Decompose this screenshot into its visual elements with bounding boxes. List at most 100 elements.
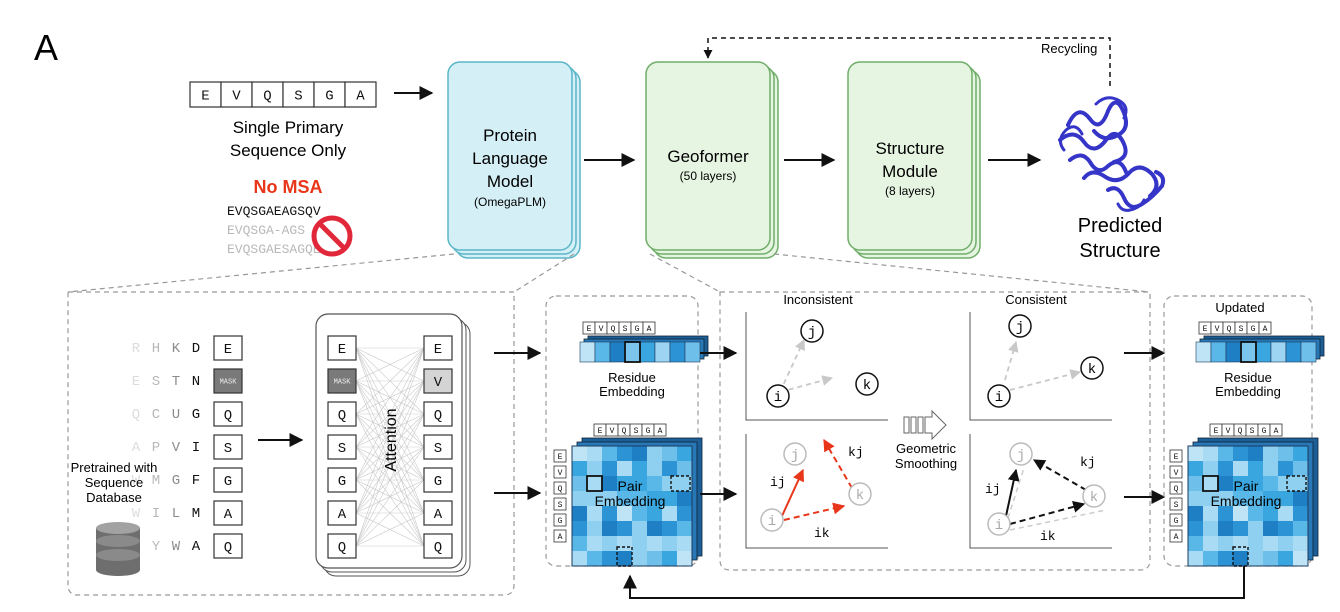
pair-embedding-cell <box>1293 476 1308 491</box>
pair-embedding-cell <box>572 551 587 566</box>
updated-residue-label-1: Residue <box>1224 370 1272 385</box>
pretrain-label-3: Database <box>86 490 142 505</box>
pair-grid-border <box>571 445 693 567</box>
pair-embedding-cell <box>1293 446 1308 461</box>
grid-letter: F <box>192 473 200 489</box>
column-letter: MASK <box>220 379 238 387</box>
pair-embedding-cell <box>1203 551 1218 566</box>
embedding-header-box <box>1258 321 1272 335</box>
smoothing-arrow-icon <box>903 409 947 441</box>
grid-letter: W <box>132 506 141 522</box>
pair-embedding-cell <box>1233 536 1248 551</box>
pair-embedding-cell <box>1278 536 1293 551</box>
column-box <box>213 533 243 559</box>
pair-header-letter: V <box>610 427 615 436</box>
pair-embedding-cell <box>1188 476 1203 491</box>
pair-embedding-cell <box>587 506 602 521</box>
pair-embedding-cell <box>662 461 677 476</box>
highlight-cell-dashed <box>670 475 691 492</box>
residue-embedding-cell <box>639 341 656 363</box>
residue-embedding-cell <box>1255 341 1272 363</box>
plm-zoom-connector <box>67 253 575 293</box>
pair-header-letter: A <box>658 427 663 436</box>
pair-embedding-cell <box>1188 536 1203 551</box>
pair-embedding-cell <box>1293 521 1308 536</box>
attention-input-box <box>327 335 357 361</box>
pair-embedding-cell <box>677 536 692 551</box>
pair-embedding-cell <box>1218 506 1233 521</box>
attention-output-letter: S <box>434 441 442 457</box>
pair-embedding-cell <box>1263 521 1278 536</box>
node-k-c: k <box>1088 362 1096 378</box>
pair-side-box <box>553 513 567 527</box>
column-letter: S <box>224 441 232 457</box>
attention-edge <box>355 347 425 547</box>
pair-side-letter: S <box>1174 501 1179 510</box>
sequence-letter: Q <box>263 89 271 105</box>
residue-embedding-cell <box>624 341 641 363</box>
database-icon <box>96 522 140 576</box>
column-letter: Q <box>224 540 232 556</box>
pair-side-letter: V <box>1174 469 1179 478</box>
pair-embedding-cell <box>1233 491 1248 506</box>
node-j-c: j <box>1016 320 1024 336</box>
embedding-header-letter: E <box>587 325 592 334</box>
edge-ij-a: ij <box>770 475 786 490</box>
pair-side-letter: E <box>558 453 563 462</box>
sequence-letter: V <box>232 89 241 105</box>
node-k-a: k <box>863 378 871 394</box>
sequence-box <box>313 81 346 108</box>
updated-pair-embedding <box>1187 437 1319 567</box>
attention-input-letter: Q <box>338 408 346 424</box>
node-i-d: i <box>995 518 1003 534</box>
prohibited-icon <box>311 215 353 257</box>
updated-pair-side: EVQSGA <box>1169 449 1183 543</box>
pair-embedding-cell <box>1263 536 1278 551</box>
smoothing-label-2: Smoothing <box>895 456 957 471</box>
residue-embedding-cell <box>579 341 596 363</box>
pair-header-letter: G <box>1262 427 1267 436</box>
grid-letter: G <box>172 473 180 489</box>
pair-embedding-cell <box>572 476 587 491</box>
pair-embedding-cell <box>602 506 617 521</box>
attention-output-letter: G <box>434 474 442 490</box>
pair-header-letter: Q <box>622 427 627 436</box>
sequence-box <box>251 81 284 108</box>
plm-block: Protein Language Model (OmegaPLM) <box>447 61 581 259</box>
pair-embedding-cell <box>677 551 692 566</box>
updated-pair-label-2: Embedding <box>1211 493 1282 509</box>
edge-ij-b: ij <box>985 482 1001 497</box>
pair-embedding-cell <box>677 506 692 521</box>
pair-embedding-cell <box>617 491 632 506</box>
pair-embedding-cell <box>632 491 647 506</box>
highlight-cell <box>1240 341 1257 363</box>
pair-embedding-cell <box>572 446 587 461</box>
pair-embedding-cell <box>602 461 617 476</box>
pair-side-letter: Q <box>558 485 563 494</box>
pair-embedding-cell <box>1278 491 1293 506</box>
pair-side-box <box>1169 465 1183 479</box>
pair-embedding-cell <box>1278 476 1293 491</box>
pair-header-box <box>653 423 667 437</box>
residue-embedding-cell <box>1270 341 1287 363</box>
grid-letter: P <box>152 440 160 456</box>
grid-letter: A <box>192 539 201 555</box>
pair-embedding-cell <box>632 521 647 536</box>
pair-embedding-cell <box>632 461 647 476</box>
structure-module-block: Structure Module (8 layers) <box>847 61 981 259</box>
pair-side-letter: Q <box>1174 485 1179 494</box>
column-box <box>213 434 243 460</box>
pair-embedding-cell <box>677 446 692 461</box>
pair-side-letter: A <box>558 533 563 542</box>
column-letter: E <box>224 342 232 358</box>
pair-embedding-cell <box>662 521 677 536</box>
structure-module-title-1: Structure <box>876 139 945 158</box>
column-letter: G <box>224 474 232 490</box>
node-i-c: i <box>995 390 1003 406</box>
pair-embedding-cell <box>1233 461 1248 476</box>
grid-letter: R <box>132 341 141 357</box>
plm-title-3: Model <box>487 172 533 191</box>
msa-line-1: EVQSGAEAGSQV <box>227 204 321 219</box>
